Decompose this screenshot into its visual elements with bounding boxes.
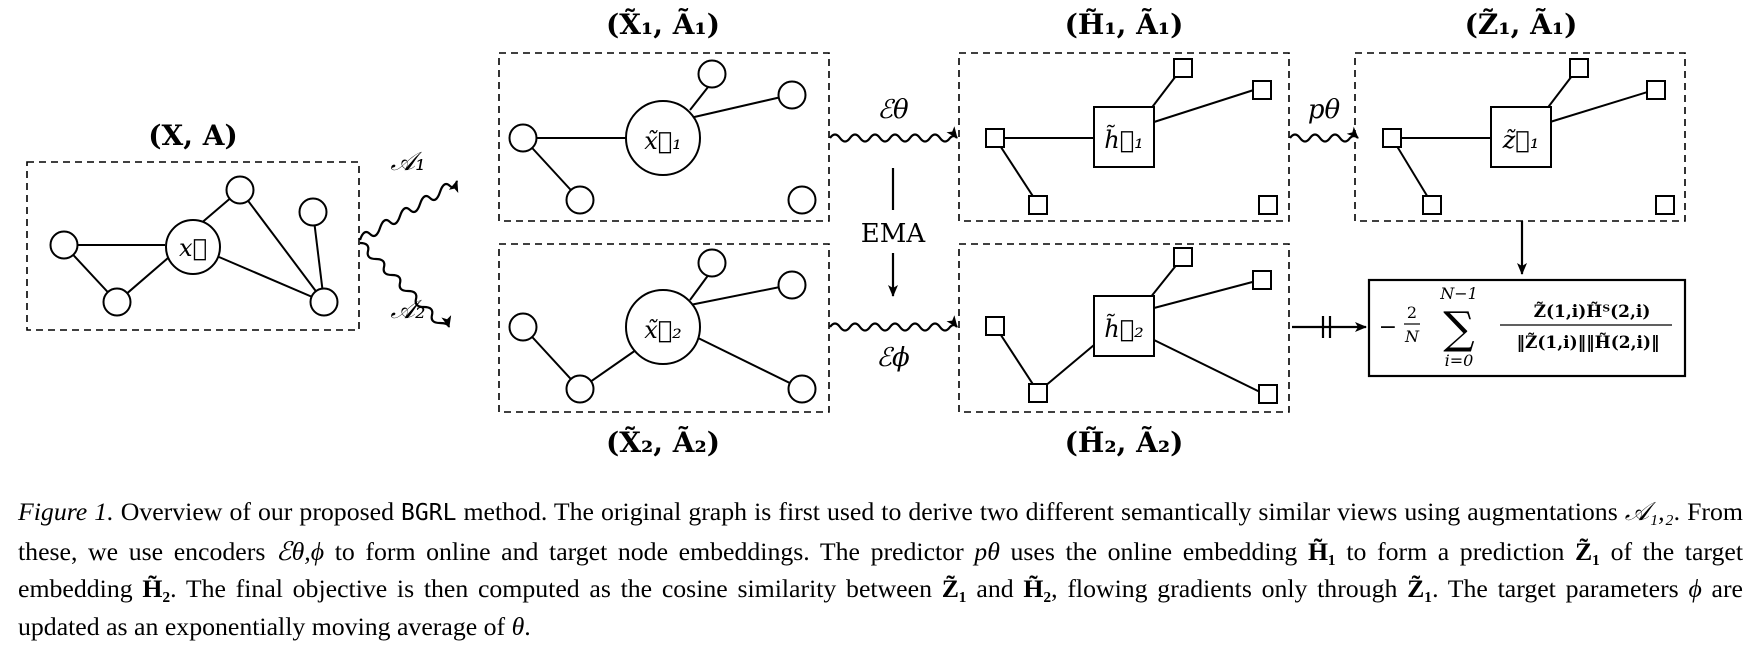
view1-node-label: x̃⃗₁ — [644, 127, 682, 155]
graph-node — [49, 230, 79, 260]
target-encoder-label: ℰϕ — [876, 343, 910, 373]
aug1-label: 𝒜₁ — [390, 147, 425, 177]
caption-math: H̃₂ — [142, 574, 171, 603]
ema-label: EMA — [861, 219, 927, 249]
caption-math: pθ — [974, 536, 1000, 566]
prediction-panel: z̃⃗₁ (Z̃₁, Ã₁) — [1354, 8, 1686, 222]
stop-gradient-arrow — [1292, 316, 1367, 338]
caption-text: . The target parameters — [1432, 574, 1679, 603]
loss-numerator: Z̃(1,i)H̃ᵀ(2,i) — [1534, 302, 1651, 322]
graph-node — [102, 287, 132, 317]
caption-math: θ — [511, 611, 525, 641]
caption-text: uses the online embedding — [1010, 536, 1298, 566]
view1-panel: x̃⃗₁ (X̃₁, Ã₁) — [498, 8, 830, 222]
view2-panel: x̃⃗₂ (X̃₂, Ã₂) — [498, 243, 830, 459]
loss-minus: − — [1379, 315, 1397, 340]
loss-denominator: ‖Z̃(1,i)‖‖H̃(2,i)‖ — [1516, 333, 1659, 353]
caption-text: . The final objective is then computed a… — [170, 574, 932, 603]
augmentation-arrows — [358, 180, 459, 328]
caption-math: H̃₂ — [1023, 574, 1052, 603]
caption-math: ℰθ,ϕ — [276, 536, 325, 566]
pred-node-label: z̃⃗₁ — [1502, 126, 1540, 154]
center-node — [165, 219, 221, 275]
graph-node — [309, 287, 339, 317]
sum-sign: ∑ — [1443, 303, 1474, 354]
caption-text: to form a prediction — [1346, 536, 1565, 566]
caption-text: . From these, we use encoders — [18, 497, 1743, 566]
caption-text: Overview of our proposed — [120, 497, 394, 526]
caption-math: 𝒜₁,₂ — [1624, 497, 1674, 526]
online-embedding-panel: h̃⃗₁ (H̃₁, Ã₁) — [958, 8, 1290, 222]
prediction-label: (Z̃₁, Ã₁) — [1465, 8, 1578, 41]
input-graph-label: (X, A) — [148, 119, 237, 152]
graph-node — [298, 197, 328, 227]
caption-math: Z̃₁ — [1407, 574, 1433, 603]
input-graph-panel: x⃗ (X, A) — [26, 119, 360, 331]
method-name: BGRL — [401, 500, 457, 526]
online-encoder-arrow — [829, 126, 958, 143]
loss-frac-num: 2 — [1407, 303, 1417, 322]
online-encoder-label: ℰθ — [877, 95, 909, 125]
caption-text: to form online and target node embedding… — [334, 536, 964, 566]
caption-text: . — [524, 611, 531, 641]
loss-sum-bottom: i=0 — [1445, 351, 1474, 370]
caption-math: ϕ — [1688, 574, 1702, 603]
view2-label: (X̃₂, Ã₂) — [606, 426, 720, 459]
figure-caption: Figure 1. Overview of our proposed BGRL … — [18, 493, 1743, 645]
predictor-label: pθ — [1308, 95, 1341, 125]
view1-label: (X̃₁, Ã₁) — [606, 8, 720, 41]
caption-text: of the target embedding — [18, 536, 1744, 604]
caption-text: , flowing gradients only through — [1051, 574, 1398, 603]
caption-label: Figure 1. — [18, 497, 114, 526]
aug2-label: 𝒜₂ — [390, 295, 425, 325]
view2-node-label: x̃⃗₂ — [644, 316, 682, 344]
caption-text: are updated as an exponentially moving a… — [18, 574, 1744, 641]
target-node-label: h̃⃗₂ — [1104, 314, 1143, 343]
caption-text: method. The original graph is first used… — [463, 497, 1618, 526]
target-embedding-label: (H̃₂, Ã₂) — [1065, 426, 1184, 459]
caption-text: and — [976, 574, 1014, 603]
caption-math: Z̃₁ — [1575, 536, 1600, 566]
graph-node — [225, 175, 255, 205]
loss-box: − 2 N N−1 ∑ i=0 Z̃(1,i)H̃ᵀ(2,i) ‖Z̃(1,i)… — [1367, 278, 1687, 378]
loss-frac-den: N — [1404, 327, 1420, 346]
online-embedding-label: (H̃₁, Ã₁) — [1065, 8, 1184, 41]
caption-math: Z̃₁ — [941, 574, 967, 603]
online-node-label: h̃⃗₁ — [1104, 125, 1143, 154]
input-node-label: x⃗ — [179, 234, 207, 262]
loss-sum-top: N−1 — [1439, 284, 1478, 303]
caption-math: H̃₁ — [1307, 536, 1336, 566]
predictor-arrow — [1289, 126, 1359, 143]
target-embedding-panel: h̃⃗₂ (H̃₂, Ã₂) — [958, 243, 1290, 459]
target-encoder-arrow — [829, 315, 958, 332]
